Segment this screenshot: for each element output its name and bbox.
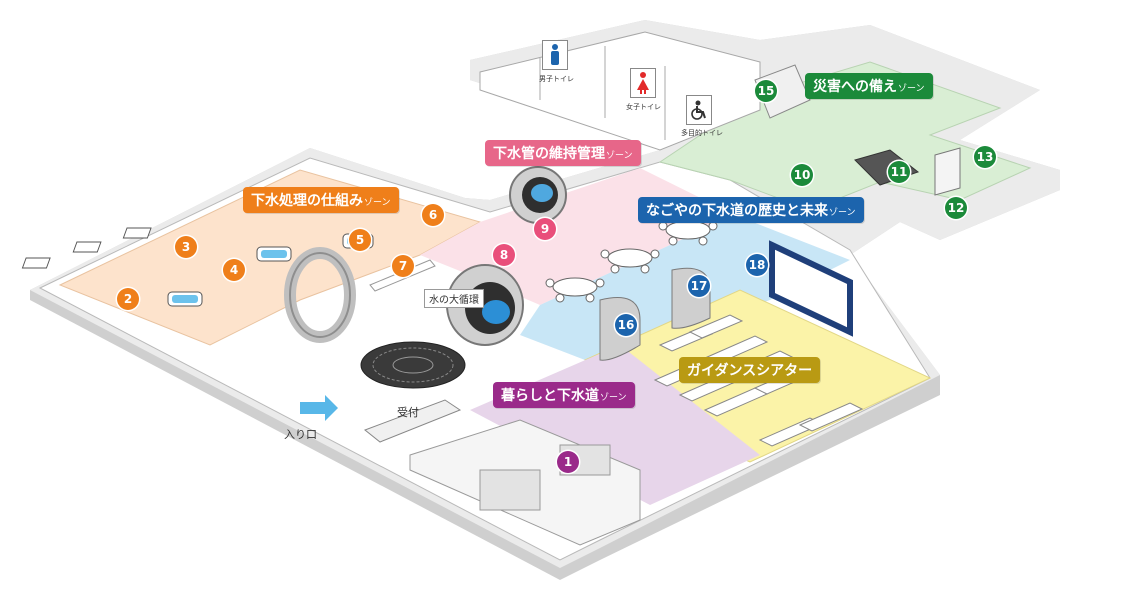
- zone-label-text: 災害への備え: [813, 79, 897, 95]
- zone-label-gesuikan[interactable]: 下水管の維持管理ゾーン: [485, 140, 641, 166]
- pin-12[interactable]: 12: [945, 197, 967, 219]
- pin-2[interactable]: 2: [117, 288, 139, 310]
- multipurpose-restroom-label: 多目的トイレ: [681, 129, 723, 137]
- pin-16[interactable]: 16: [615, 314, 637, 336]
- pin-9[interactable]: 9: [534, 218, 556, 240]
- zone-label-kurashi[interactable]: 暮らしと下水道ゾーン: [493, 382, 635, 408]
- pin-10[interactable]: 10: [791, 164, 813, 186]
- zone-label-suffix: ゾーン: [600, 393, 627, 403]
- zone-label-text: 暮らしと下水道: [501, 388, 599, 404]
- zone-label-text: ガイダンスシアター: [687, 363, 813, 379]
- zone-label-text: なごやの下水道の歴史と未来: [646, 203, 828, 219]
- womens-restroom-icon: [630, 68, 656, 98]
- zone-label-saigai[interactable]: 災害への備えゾーン: [805, 73, 933, 99]
- zone-label-gesui-shori[interactable]: 下水処理の仕組みゾーン: [243, 187, 399, 213]
- pin-7[interactable]: 7: [392, 255, 414, 277]
- label-iriguchi: 入り口: [284, 428, 317, 441]
- label-uketsuke: 受付: [397, 406, 419, 419]
- multipurpose-restroom-icon: [686, 95, 712, 125]
- reception-counter: [364, 399, 462, 443]
- round-tables: [545, 220, 718, 303]
- zone-label-text: 下水管の維持管理: [493, 146, 605, 162]
- mens-restroom-icon: [542, 40, 568, 70]
- womens-restroom-label: 女子トイレ: [626, 103, 661, 111]
- manhole-cover: [360, 341, 466, 389]
- theater-screen: [769, 240, 853, 337]
- entrance-arrow-icon: [300, 395, 338, 421]
- zone-label-nagoya[interactable]: なごやの下水道の歴史と未来ゾーン: [638, 197, 864, 223]
- pin-1[interactable]: 1: [557, 451, 579, 473]
- pin-17[interactable]: 17: [688, 275, 710, 297]
- disaster-exhibit-15: [754, 64, 811, 119]
- pin-15[interactable]: 15: [755, 80, 777, 102]
- pin-3[interactable]: 3: [175, 236, 197, 258]
- pin-13[interactable]: 13: [974, 146, 996, 168]
- pin-8[interactable]: 8: [493, 244, 515, 266]
- zone-label-suffix: ゾーン: [364, 198, 391, 208]
- zone-label-suffix: ゾーン: [898, 84, 925, 94]
- pin-11[interactable]: 11: [888, 161, 910, 183]
- pin-18[interactable]: 18: [746, 254, 768, 276]
- mens-restroom-label: 男子トイレ: [539, 75, 574, 83]
- storage-door: [934, 147, 961, 196]
- pin-4[interactable]: 4: [223, 259, 245, 281]
- zone-label-guidance[interactable]: ガイダンスシアター: [679, 357, 821, 383]
- pin-5[interactable]: 5: [349, 229, 371, 251]
- pin-6[interactable]: 6: [422, 204, 444, 226]
- label-mizu-daijunkan: 水の大循環: [424, 289, 484, 308]
- zone-label-suffix: ゾーン: [829, 208, 856, 218]
- zone-label-text: 下水処理の仕組み: [251, 193, 363, 209]
- zone-label-suffix: ゾーン: [606, 151, 633, 161]
